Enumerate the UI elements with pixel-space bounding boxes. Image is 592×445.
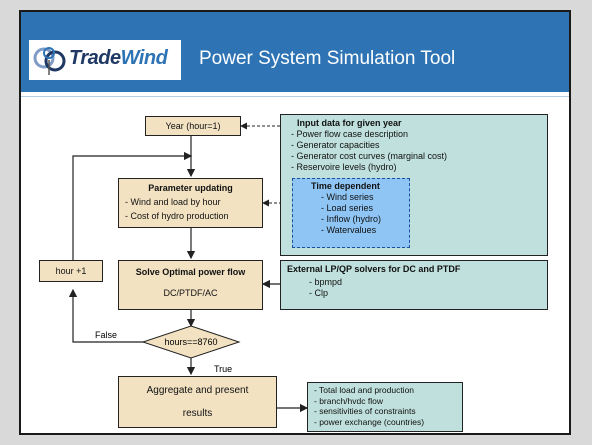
decision-diamond <box>141 325 241 359</box>
parameter-updating-box: Parameter updating - Wind and load by ho… <box>118 178 263 228</box>
time-title: Time dependent <box>311 181 380 191</box>
arrow-false-loop <box>68 288 145 343</box>
header-bar: TradeWind Power System Simulation Tool <box>21 12 569 92</box>
time-item: - Watervalues <box>321 225 377 235</box>
tradewind-logo: TradeWind <box>29 40 181 80</box>
solver-item: - bpmpd <box>309 277 343 287</box>
brand-name: TradeWind <box>69 47 168 70</box>
year-label: Year (hour=1) <box>165 121 221 131</box>
output-box: - Total load and production - branch/hvd… <box>307 382 463 432</box>
input-item: - Power flow case description <box>291 129 409 139</box>
aggregate-line: Aggregate and present <box>146 385 249 396</box>
wind-turbine-icon <box>33 47 66 75</box>
arrow-hour-loop <box>72 151 193 260</box>
solve-title: Solve Optimal power flow <box>135 267 246 277</box>
input-title: Input data for given year <box>297 118 402 128</box>
decision-text: hours==8760 <box>164 337 218 347</box>
solver-title: External LP/QP solvers for DC and PTDF <box>287 264 461 274</box>
time-item: - Wind series <box>321 192 374 202</box>
time-item: - Load series <box>321 203 374 213</box>
slide-title: Power System Simulation Tool <box>199 48 456 69</box>
year-box: Year (hour=1) <box>145 116 241 136</box>
hour-increment-label: hour +1 <box>55 266 87 276</box>
flow-connectors <box>68 122 309 413</box>
header-divider <box>21 96 569 97</box>
brand-name-part2: Wind <box>120 47 168 69</box>
param-title: Parameter updating <box>148 183 233 193</box>
true-label: True <box>214 364 233 374</box>
hour-increment-box: hour +1 <box>39 260 103 282</box>
input-item: - Generator capacities <box>291 140 380 150</box>
solver-item: - Clp <box>309 288 329 298</box>
time-item: - Inflow (hydro) <box>321 214 382 224</box>
time-dependent-box: Time dependent - Wind series - Load seri… <box>292 178 410 248</box>
solve-subtitle: DC/PTDF/AC <box>163 288 218 298</box>
aggregate-line: results <box>182 408 213 419</box>
output-item: - sensitivities of constraints <box>314 406 416 416</box>
solver-box: External LP/QP solvers for DC and PTDF -… <box>280 260 548 310</box>
decision-label: hours==8760 <box>143 336 239 348</box>
param-item: - Cost of hydro production <box>125 211 229 221</box>
solve-opf-box: Solve Optimal power flow DC/PTDF/AC <box>118 260 263 310</box>
aggregate-box: Aggregate and present results <box>118 376 277 428</box>
input-item: - Reservoire levels (hydro) <box>291 162 397 172</box>
slide: TradeWind Power System Simulation Tool <box>19 10 571 435</box>
output-item: - Total load and production <box>314 385 415 395</box>
false-label: False <box>95 330 118 340</box>
brand-name-part1: Trade <box>69 47 121 69</box>
output-item: - branch/hvdc flow <box>314 395 383 406</box>
param-item: - Wind and load by hour <box>125 197 221 207</box>
output-item: - power exchange (countries) <box>314 416 425 427</box>
input-item: - Generator cost curves (marginal cost) <box>291 151 448 161</box>
